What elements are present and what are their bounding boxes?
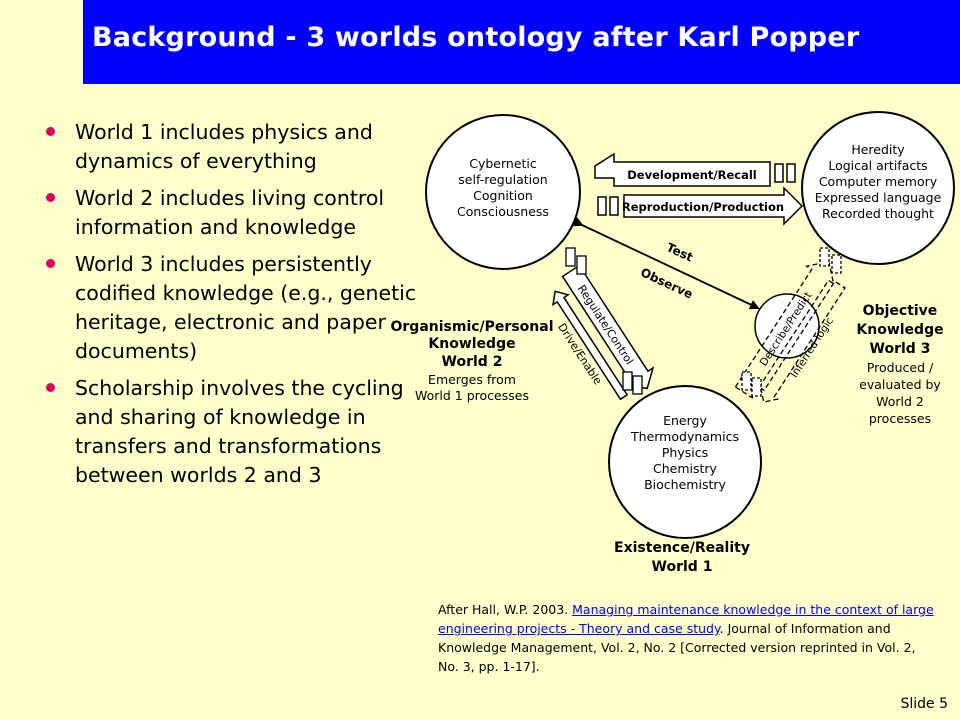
world2-label-desc: World 1 processes bbox=[415, 388, 529, 403]
world3-label-world: World 3 bbox=[870, 341, 931, 357]
development-recall-arrow: Development/Recall bbox=[594, 152, 796, 187]
reproduction-production-arrow: Reproduction/Production bbox=[597, 186, 804, 226]
bullet-text: World 1 includes physics and dynamics of… bbox=[75, 120, 373, 173]
citation-suffix: . Journal of Information and Knowledge M… bbox=[438, 621, 916, 674]
world1-circle-line: Physics bbox=[662, 445, 708, 460]
block-tick bbox=[831, 254, 842, 274]
world2-circle bbox=[425, 114, 581, 270]
bullet-dot-icon bbox=[46, 193, 55, 202]
block-tick bbox=[576, 255, 587, 275]
citation-link[interactable]: Managing maintenance knowledge in the co… bbox=[438, 602, 934, 636]
bullet-dot-icon bbox=[46, 127, 55, 136]
bridge-circle bbox=[754, 293, 820, 359]
bullet-dot-icon bbox=[46, 383, 55, 392]
title-bar bbox=[83, 0, 960, 84]
world2-label-desc: Emerges from bbox=[428, 372, 516, 387]
block-tick bbox=[565, 247, 576, 267]
world3-label-name: Objective bbox=[863, 303, 938, 319]
world1-circle-line: Thermodynamics bbox=[630, 429, 739, 444]
slide-title: Background - 3 worlds ontology after Kar… bbox=[92, 22, 860, 53]
bullet-item: Scholarship involves the cycling and sha… bbox=[44, 374, 424, 490]
world3-circle bbox=[801, 111, 955, 265]
world2-label-world: World 2 bbox=[442, 354, 503, 370]
bullet-item: World 3 includes persistently codified k… bbox=[44, 250, 424, 366]
world1-circle-line: Biochemistry bbox=[644, 477, 726, 492]
world2-label-name2: Knowledge bbox=[428, 336, 515, 352]
world1-label-name: Existence/Reality bbox=[614, 540, 750, 556]
world3-label-name2: Knowledge bbox=[856, 322, 943, 338]
test-arrow bbox=[572, 217, 760, 310]
block-tick bbox=[819, 247, 830, 267]
world2-circle-line: Consciousness bbox=[457, 204, 549, 219]
test-label: Test bbox=[664, 240, 695, 264]
bullet-list: World 1 includes physics and dynamics of… bbox=[44, 118, 424, 498]
block-tick bbox=[632, 375, 643, 395]
bullet-text: World 3 includes persistently codified k… bbox=[75, 252, 417, 363]
bullet-item: World 1 includes physics and dynamics of… bbox=[44, 118, 424, 176]
world1-circle-line: Chemistry bbox=[653, 461, 718, 476]
world1-circle bbox=[608, 385, 762, 539]
world1-label-world: World 1 bbox=[652, 559, 713, 575]
world3-circle-line: Expressed language bbox=[815, 190, 942, 205]
development-recall-label: Development/Recall bbox=[627, 168, 757, 182]
block-tick bbox=[741, 371, 752, 391]
world3-circle-line: Heredity bbox=[851, 142, 905, 157]
block-tick bbox=[622, 371, 633, 391]
world3-circle-line: Computer memory bbox=[819, 174, 938, 189]
three-worlds-diagram: Development/Recall Reproduction/Producti… bbox=[391, 111, 955, 575]
bullet-text: Scholarship involves the cycling and sha… bbox=[75, 376, 404, 487]
world3-label-desc: processes bbox=[869, 411, 931, 426]
world3-label-desc: World 2 bbox=[876, 394, 924, 409]
world2-circle-line: Cognition bbox=[473, 188, 533, 203]
bullet-dot-icon bbox=[46, 259, 55, 268]
bullet-item: World 2 includes living control informat… bbox=[44, 184, 424, 242]
observe-label: Observe bbox=[638, 265, 695, 301]
slide-number: Slide 5 bbox=[900, 696, 948, 712]
bullet-text: World 2 includes living control informat… bbox=[75, 186, 385, 239]
world1-circle-line: Energy bbox=[663, 413, 707, 428]
world3-label-desc: Produced / bbox=[867, 360, 934, 375]
world2-circle-line: self-regulation bbox=[458, 172, 547, 187]
world3-circle-line: Logical artifacts bbox=[828, 158, 927, 173]
citation-prefix: After Hall, W.P. 2003. bbox=[438, 602, 573, 617]
block-tick bbox=[751, 377, 762, 397]
world3-label-desc: evaluated by bbox=[859, 377, 941, 392]
citation: After Hall, W.P. 2003. Managing maintena… bbox=[438, 600, 938, 676]
world2-circle-line: Cybernetic bbox=[469, 156, 537, 171]
world2-label-name: Organismic/Personal bbox=[391, 319, 554, 335]
reproduction-production-label: Reproduction/Production bbox=[622, 200, 784, 214]
world3-circle-line: Recorded thought bbox=[822, 206, 934, 221]
